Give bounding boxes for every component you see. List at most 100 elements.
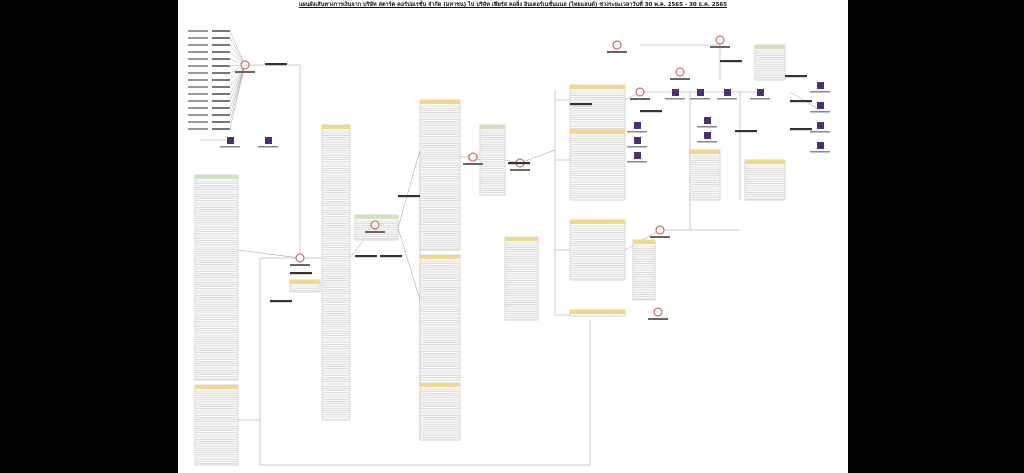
- company-emblem-icon: [715, 35, 725, 45]
- table-header: [633, 240, 655, 244]
- entity-icon: [672, 89, 679, 96]
- amount-label: [720, 60, 742, 63]
- table-header: [420, 255, 460, 259]
- table-header: [420, 383, 460, 387]
- entity-name-label: [258, 146, 278, 148]
- company-emblem-icon: [653, 307, 663, 317]
- amount-label: [735, 130, 757, 133]
- connector-line: [229, 30, 246, 66]
- entity-icon: [817, 102, 824, 109]
- amount-label: [290, 272, 312, 275]
- company-name-label: [463, 163, 483, 165]
- transfer-amount-label: [212, 65, 230, 67]
- connector-line: [229, 64, 246, 102]
- entity-icon: [704, 117, 711, 124]
- entity-icon: [704, 132, 711, 139]
- entity-name-label: [810, 111, 830, 113]
- company-name-label: [710, 46, 730, 48]
- amount-label: [785, 75, 807, 78]
- entity-name-label: [750, 98, 770, 100]
- entity-icon: [724, 89, 731, 96]
- transfer-amount-label: [212, 51, 230, 53]
- account-label: [188, 121, 208, 123]
- entity-icon: [265, 137, 272, 144]
- transfer-amount-label: [212, 79, 230, 81]
- data-table: [321, 124, 351, 421]
- entity-icon: [757, 89, 764, 96]
- table-header: [755, 45, 785, 49]
- connector-line: [237, 249, 301, 259]
- entity-name-label: [697, 141, 717, 143]
- company-emblem-icon: [675, 67, 685, 77]
- table-header: [420, 100, 460, 104]
- entity-name-label: [627, 131, 647, 133]
- transfer-amount-label: [212, 93, 230, 95]
- data-table: [194, 384, 239, 466]
- account-label: [188, 30, 208, 32]
- transfer-amount-label: [212, 44, 230, 46]
- entity-icon: [634, 137, 641, 144]
- connector-line: [229, 64, 246, 95]
- account-label: [188, 72, 208, 74]
- account-label: [188, 51, 208, 53]
- transfer-amount-label: [212, 58, 230, 60]
- transfer-amount-label: [212, 37, 230, 39]
- table-header: [480, 125, 505, 129]
- data-table: [569, 129, 626, 201]
- table-header: [322, 125, 350, 129]
- amount-label: [380, 255, 402, 258]
- account-label: [188, 37, 208, 39]
- entity-name-label: [627, 146, 647, 148]
- transfer-amount-label: [212, 121, 230, 123]
- entity-name-label: [627, 161, 647, 163]
- company-emblem-icon: [655, 225, 665, 235]
- connector-line: [397, 227, 421, 301]
- table-header: [290, 280, 320, 284]
- company-name-label: [235, 71, 255, 73]
- company-name-label: [670, 78, 690, 80]
- connector-line: [229, 64, 246, 123]
- table-header: [690, 150, 720, 154]
- account-label: [188, 65, 208, 67]
- diagram-canvas: แผนผังเส้นทางการเงินจาก บริษัท สตาร์ค คอ…: [178, 0, 848, 473]
- amount-label: [570, 103, 592, 106]
- table-header: [570, 220, 625, 224]
- table-header: [570, 85, 625, 89]
- entity-name-label: [690, 98, 710, 100]
- transfer-amount-label: [212, 107, 230, 109]
- entity-icon: [634, 122, 641, 129]
- table-header: [355, 215, 398, 219]
- table-header: [195, 385, 238, 389]
- data-table: [569, 84, 626, 131]
- data-table: [419, 254, 461, 381]
- amount-label: [790, 100, 812, 103]
- company-name-label: [648, 318, 668, 320]
- entity-name-label: [810, 91, 830, 93]
- amount-label: [508, 162, 530, 165]
- transfer-amount-label: [212, 100, 230, 102]
- account-label: [188, 86, 208, 88]
- table-header: [570, 310, 625, 314]
- company-emblem-icon: [240, 60, 250, 70]
- connector-line: [229, 64, 246, 116]
- transfer-amount-label: [212, 114, 230, 116]
- account-label: [188, 79, 208, 81]
- amount-label: [270, 300, 292, 303]
- account-label: [188, 107, 208, 109]
- entity-name-label: [717, 98, 737, 100]
- account-label: [188, 114, 208, 116]
- amount-label: [265, 63, 287, 66]
- money-flow-diagram: [188, 30, 830, 466]
- amount-label: [355, 255, 377, 258]
- amount-label: [790, 128, 812, 131]
- account-label: [188, 93, 208, 95]
- company-emblem-icon: [612, 40, 622, 50]
- connector-line: [519, 149, 556, 164]
- company-name-label: [607, 51, 627, 53]
- table-header: [745, 160, 785, 164]
- table-header: [570, 130, 625, 134]
- company-emblem-icon: [295, 253, 305, 263]
- company-name-label: [630, 98, 650, 100]
- company-name-label: [290, 264, 310, 266]
- company-name-label: [650, 236, 670, 238]
